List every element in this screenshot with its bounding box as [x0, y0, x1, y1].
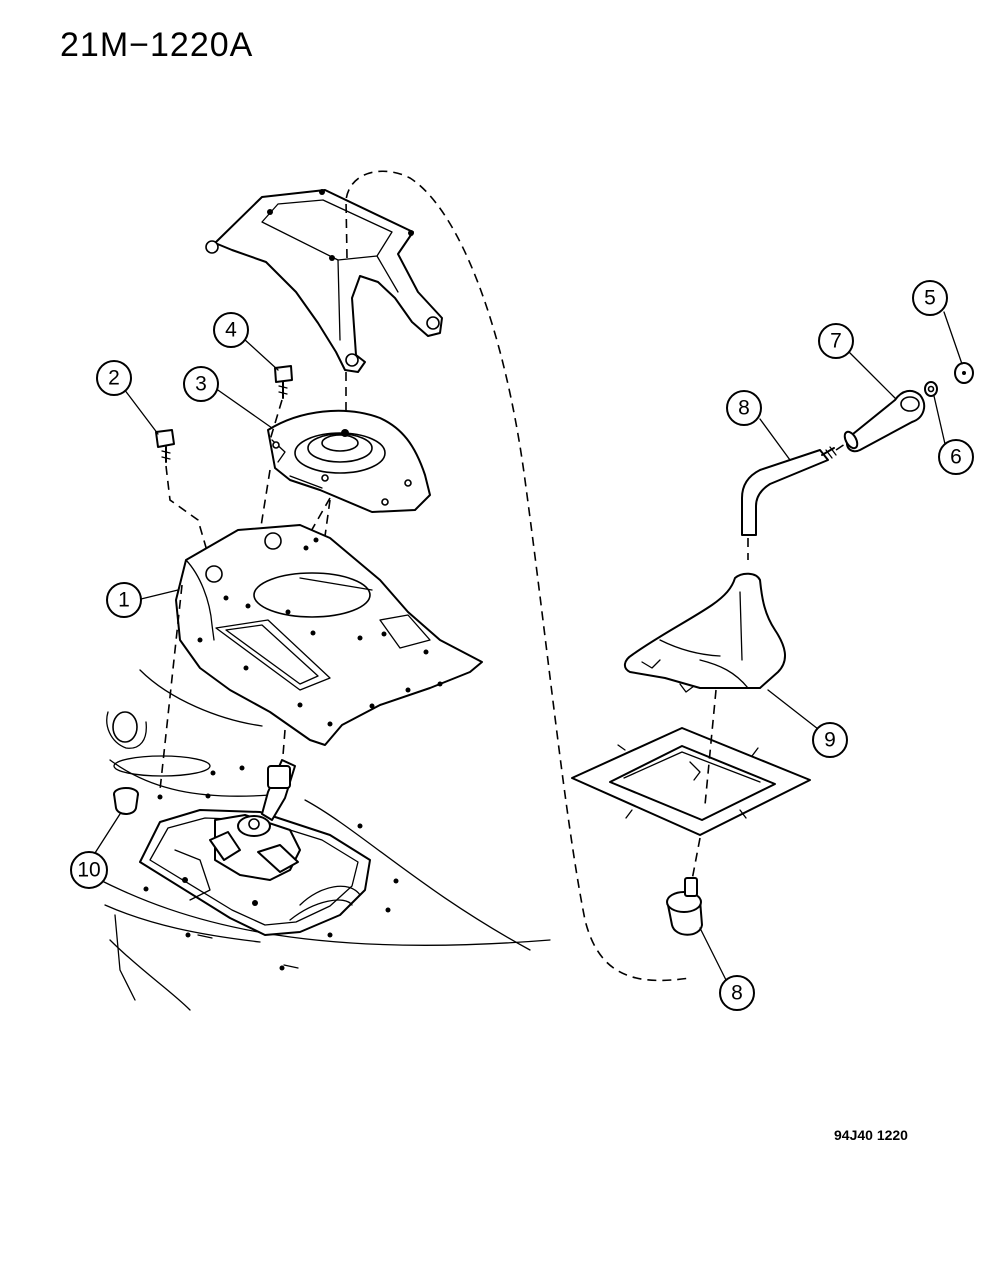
callout-6-label: 6: [950, 446, 962, 469]
shift-lever-bushing: [666, 877, 703, 936]
callout-5: 5: [912, 280, 948, 316]
bolt-guide-line: [165, 465, 213, 569]
gear-shift-mechanism: [139, 759, 371, 936]
screw-guide-line: [269, 399, 283, 441]
callout-4-label: 4: [225, 319, 237, 342]
assembly-guide-line-long: [345, 170, 691, 982]
callout-4: 4: [213, 312, 249, 348]
callout-2: 2: [96, 360, 132, 396]
callout-1: 1: [106, 582, 142, 618]
shift-boot: [624, 572, 786, 693]
callout-2-label: 2: [108, 367, 120, 390]
callout-10-label: 10: [77, 859, 100, 882]
retainer-screw: [274, 365, 293, 399]
leader-lines: [94, 311, 963, 983]
shift-lever: [741, 446, 837, 536]
knob-nut-cap: [954, 362, 974, 384]
callout-7: 7: [818, 323, 854, 359]
callout-7-label: 7: [830, 330, 842, 353]
knob-guide: [835, 441, 849, 451]
callout-8-upper-label: 8: [738, 397, 750, 420]
shift-knob: [843, 389, 926, 453]
boot-retainer-frame: [571, 727, 811, 836]
callout-8-upper: 8: [726, 390, 762, 426]
callout-10: 10: [70, 851, 108, 889]
knob-washer: [924, 381, 938, 397]
callout-3-label: 3: [195, 373, 207, 396]
callout-3: 3: [183, 366, 219, 402]
callout-5-label: 5: [924, 287, 936, 310]
boot-guide: [704, 689, 717, 806]
reference-code: 94J40 1220: [834, 1127, 908, 1143]
callout-1-label: 1: [118, 589, 130, 612]
callout-6: 6: [938, 439, 974, 475]
retainer-guide-mid: [305, 497, 331, 541]
callout-9: 9: [812, 722, 848, 758]
shifter-support-bracket: [205, 189, 443, 373]
callout-9-label: 9: [824, 729, 836, 752]
callout-8-lower: 8: [719, 975, 755, 1011]
shift-console-bezel: [175, 524, 483, 746]
callout-8-lower-label: 8: [731, 982, 743, 1005]
boot-retainer-plate: [267, 409, 431, 513]
diagram-title: 21M−1220A: [60, 26, 253, 64]
console-guide-left: [159, 584, 183, 791]
console-bolt: [155, 429, 175, 463]
floor-plug: [113, 787, 139, 815]
frame-guide: [691, 837, 701, 881]
